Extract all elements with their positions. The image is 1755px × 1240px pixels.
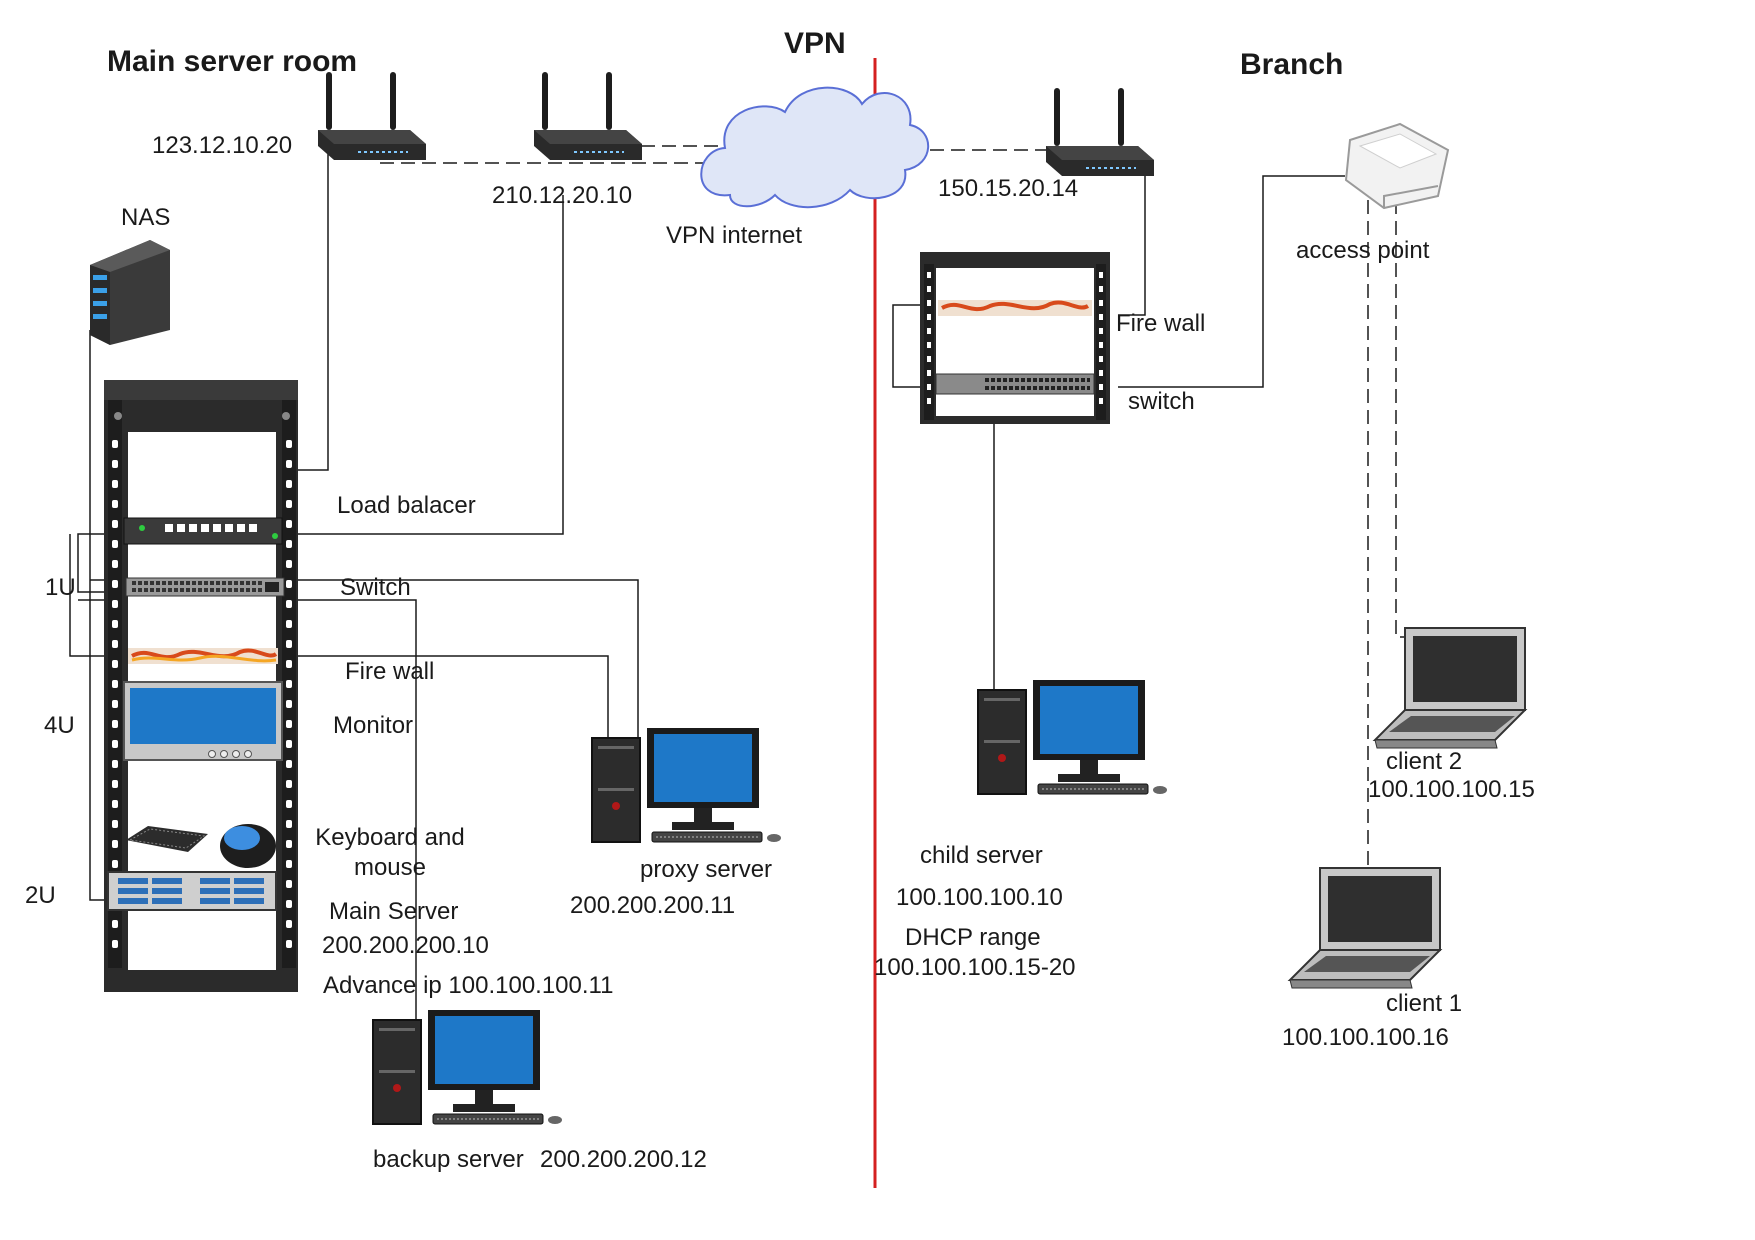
nas-icon [90, 240, 170, 345]
branch-router-ip: 150.15.20.14 [938, 175, 1079, 202]
dhcp-range-value: 100.100.100.15-20 [874, 954, 1076, 981]
backup-server-icon [372, 1009, 563, 1125]
router-icon [317, 71, 427, 161]
load-balancer-device [123, 517, 283, 545]
branch-rack [920, 252, 1110, 424]
vpn-internet-label: VPN internet [666, 222, 803, 249]
vpn-router-ip: 210.12.20.10 [492, 182, 633, 209]
child-server-icon [977, 679, 1168, 795]
keyboard-label-line1: Keyboard and [315, 824, 465, 851]
router-icon [1045, 87, 1155, 177]
child-server-ip: 100.100.100.10 [896, 884, 1063, 911]
client1-ip: 100.100.100.16 [1282, 1024, 1449, 1051]
keyboard-label-line2: mouse [353, 854, 427, 881]
nas-label: NAS [121, 204, 171, 231]
main-server-ip: 200.200.200.10 [322, 932, 489, 959]
cloud-icon [700, 86, 930, 209]
access-point-label: access point [1296, 237, 1430, 264]
child-server-label: child server [920, 842, 1043, 869]
unit-4u-label: 4U [44, 712, 75, 739]
proxy-server-icon [591, 727, 782, 843]
client1-laptop-icon [1289, 867, 1441, 989]
dashed-links [380, 145, 1445, 865]
main-server-label: Main Server [329, 898, 459, 925]
vpn-title: VPN [784, 27, 846, 60]
access-point-icon [1344, 122, 1450, 210]
rack-monitor [123, 681, 283, 761]
firewall-label: Fire wall [345, 658, 435, 685]
load-balancer-label: Load balacer [337, 492, 476, 519]
unit-1u-label: 1U [45, 574, 76, 601]
switch-label: Switch [340, 574, 411, 601]
backup-server-ip: 200.200.200.12 [540, 1146, 707, 1173]
branch-title: Branch [1240, 48, 1344, 81]
firewall-device [128, 648, 278, 664]
branch-switch-label: switch [1128, 388, 1195, 415]
client1-label: client 1 [1386, 990, 1463, 1017]
main-router-ip: 123.12.10.20 [152, 132, 293, 159]
dhcp-range-label: DHCP range [905, 924, 1041, 951]
monitor-label: Monitor [333, 712, 414, 739]
branch-firewall-label: Fire wall [1116, 310, 1206, 337]
client2-ip: 100.100.100.15 [1368, 776, 1535, 803]
proxy-server-label: proxy server [640, 856, 773, 883]
keyboard-mouse [126, 824, 276, 868]
backup-server-label: backup server [373, 1146, 524, 1173]
advance-ip-label: Advance ip 100.100.100.11 [323, 972, 614, 999]
router-icon [533, 71, 643, 161]
proxy-server-ip: 200.200.200.11 [570, 892, 736, 919]
switch-device [125, 577, 285, 597]
main-server-room-title: Main server room [107, 45, 358, 78]
client2-laptop-icon [1374, 627, 1526, 749]
client2-label: client 2 [1386, 748, 1463, 775]
main-server-device [107, 871, 277, 911]
unit-2u-label: 2U [25, 882, 56, 909]
